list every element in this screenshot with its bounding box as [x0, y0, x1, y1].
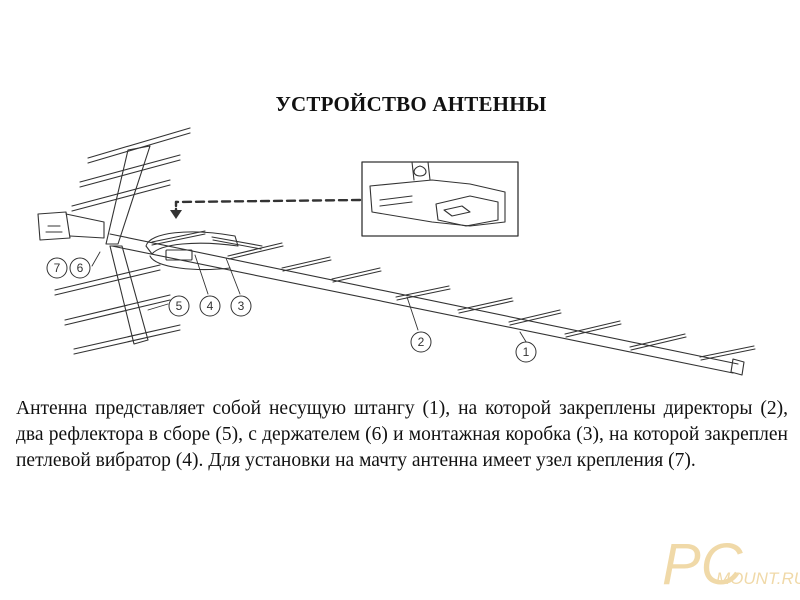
- antenna-boom: [109, 233, 745, 376]
- callout-6: 6: [69, 257, 91, 279]
- antenna-diagram: 1 2 3 4 5 6 7: [37, 127, 756, 376]
- callout-6-label: 6: [77, 261, 84, 275]
- directors: [151, 230, 756, 361]
- reflector-frame: [54, 127, 191, 355]
- description-paragraph: Антенна представляет собой несущую штанг…: [16, 398, 788, 471]
- mounting-box: [145, 231, 239, 270]
- page-title: УСТРОЙСТВО АНТЕННЫ: [275, 92, 547, 116]
- callout-1-label: 1: [523, 345, 530, 359]
- callout-7-label: 7: [54, 261, 61, 275]
- watermark-site: MOUNT.RU: [716, 569, 800, 588]
- pcmount-watermark-logo: PC MOUNT.RU: [662, 532, 800, 594]
- callout-5-label: 5: [176, 299, 183, 313]
- mount-clamp: [37, 211, 105, 241]
- callout-2: 2: [410, 331, 432, 353]
- callout-1: 1: [515, 341, 537, 363]
- inset-detail: [361, 161, 519, 237]
- callout-7: 7: [46, 257, 68, 279]
- callout-4-label: 4: [207, 299, 214, 313]
- callout-3: 3: [230, 295, 252, 317]
- callout-3-label: 3: [238, 299, 245, 313]
- watermark-brand: PC: [662, 532, 744, 594]
- callout-5: 5: [168, 295, 190, 317]
- callout-4: 4: [199, 295, 221, 317]
- callout-2-label: 2: [418, 335, 425, 349]
